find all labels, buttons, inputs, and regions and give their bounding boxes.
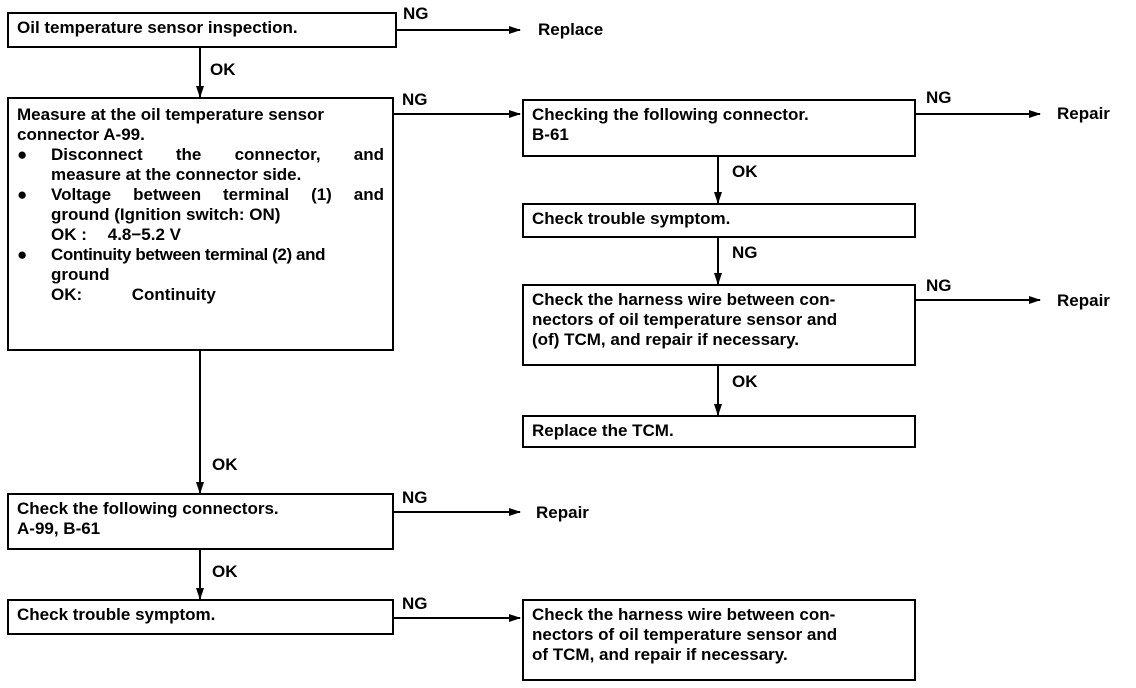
bullet-voltage: ● Voltage between terminal (1) and groun…	[17, 185, 384, 245]
step-text-line1: Check the harness wire between con-	[532, 290, 836, 309]
step-text: Check trouble symptom.	[532, 209, 731, 228]
bullet-icon: ●	[17, 145, 28, 164]
step-text: Check trouble symptom.	[17, 605, 216, 624]
step-oil-temp-sensor-inspection: Oil temperature sensor inspection.	[7, 12, 397, 48]
bullet-continuity: ● Continuity between terminal (2) and gr…	[17, 245, 384, 305]
label-ng: NG	[402, 594, 428, 613]
label-ng: NG	[926, 276, 952, 295]
label-ng: NG	[732, 243, 758, 262]
step-text-line1: Check the following connectors.	[17, 499, 279, 518]
step-text-line2: nectors of oil temperature sensor and	[532, 310, 838, 329]
bullet-disconnect: ● Disconnect the connector, and measure …	[17, 145, 384, 185]
step-replace-tcm: Replace the TCM.	[522, 415, 916, 448]
result-repair: Repair	[1057, 291, 1110, 310]
bullet-text-line2: ground (Ignition switch: ON)	[51, 205, 281, 224]
step-measure-sensor-connector: Measure at the oil temperature sensor co…	[7, 97, 394, 351]
label-ok: OK	[210, 60, 236, 79]
step-text-line1: Checking the following connector.	[532, 105, 809, 124]
step-text-line2: B-61	[532, 125, 569, 144]
ok-criterion-label: OK:	[51, 285, 83, 304]
bullet-text-line1: Voltage between terminal (1) and	[51, 185, 384, 204]
step-check-harness-wire-2: Check the harness wire between con- nect…	[522, 599, 916, 681]
step-check-harness-wire: Check the harness wire between con- nect…	[522, 284, 916, 366]
bullet-text-line1: Disconnect the connector, and	[51, 145, 384, 164]
step-text-line2: A-99, B-61	[17, 519, 101, 538]
result-repair: Repair	[1057, 104, 1110, 123]
step-check-trouble-symptom: Check trouble symptom.	[522, 203, 916, 238]
bullet-icon: ●	[17, 185, 28, 204]
label-ng: NG	[403, 4, 429, 23]
step-text: Replace the TCM.	[532, 421, 674, 440]
step-text: Oil temperature sensor inspection.	[17, 18, 298, 37]
step-text-line1: Check the harness wire between con-	[532, 605, 836, 624]
label-ok: OK	[732, 162, 758, 181]
ok-criterion-value: 4.8−5.2 V	[107, 225, 181, 244]
step-text-line1: Measure at the oil temperature sensor	[17, 105, 325, 124]
label-ok: OK	[212, 562, 238, 581]
result-repair: Repair	[536, 503, 589, 522]
step-check-connector-b61: Checking the following connector. B-61	[522, 99, 916, 157]
label-ng: NG	[402, 488, 428, 507]
label-ng: NG	[926, 88, 952, 107]
step-text-line2: connector A-99.	[17, 125, 145, 144]
bullet-text-line2: measure at the connector side.	[51, 165, 302, 184]
ok-criterion-label: OK :	[51, 225, 87, 244]
bullet-icon: ●	[17, 245, 28, 264]
bullet-text-line1: Continuity between terminal (2) and	[51, 245, 326, 264]
bullet-text-line2: ground	[51, 265, 110, 284]
label-ok: OK	[212, 455, 238, 474]
result-replace: Replace	[538, 20, 604, 39]
step-text-line2: nectors of oil temperature sensor and	[532, 625, 838, 644]
step-text-line3: of TCM, and repair if necessary.	[532, 645, 788, 664]
label-ok: OK	[732, 372, 758, 391]
ok-criterion-value: Continuity	[131, 285, 216, 304]
label-ng: NG	[402, 90, 428, 109]
step-check-trouble-symptom-2: Check trouble symptom.	[7, 599, 394, 635]
step-check-connectors-a99-b61: Check the following connectors. A-99, B-…	[7, 493, 394, 550]
step-text-line3: (of) TCM, and repair if necessary.	[532, 330, 800, 349]
